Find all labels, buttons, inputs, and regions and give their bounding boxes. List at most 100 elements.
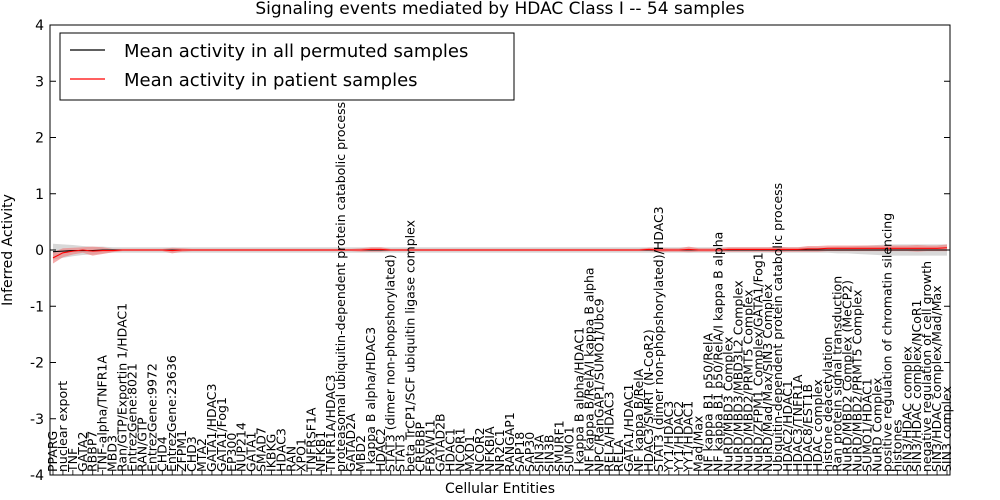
entity-label: RELA/HDAC3 <box>601 392 616 472</box>
entity-label: Ran/GTP/Exportin 1/HDAC1 <box>115 303 130 472</box>
entity-label: STAT3 (dimer non-phopshorylated) <box>383 254 398 472</box>
entity-label: NuRD Complex <box>869 378 884 472</box>
entity-label: RAN/GTP <box>134 417 149 472</box>
entity-label: MXD1 <box>462 435 477 472</box>
y-tick-label: 0 <box>35 243 44 259</box>
entity-label: NFKB1 <box>313 431 328 472</box>
entity-label: Ran protein signal transduction <box>830 276 845 472</box>
entity-label: NuRD/ZFPM1 Complex/GATA1/Fog1 <box>750 252 765 472</box>
entity-label: SAP18 <box>512 432 527 472</box>
confidence-bands <box>53 243 947 264</box>
entity-label: SIN3 complex <box>939 386 954 472</box>
entity-label: YY1/HDAC3 <box>661 401 676 473</box>
entity-label: CREBBP <box>413 422 428 472</box>
chart-title: Signaling events mediated by HDAC Class … <box>255 0 744 19</box>
entity-label: EP300 <box>224 433 239 472</box>
entity-label: SAP30 <box>522 432 537 472</box>
entity-label: NFKBIA <box>482 426 497 472</box>
entity-label: STAT3 (dimer non-phopshorylated)/HDAC3 <box>651 206 666 472</box>
entity-label: GATAD2B <box>432 413 447 472</box>
entity-label: histones <box>889 419 904 472</box>
entity-label: NuRD/MBD3 Complex <box>720 336 735 472</box>
entity-label: NPC/RanGAP1/SUMO1/Ubc9 <box>591 298 606 472</box>
entity-label: HDAC2 <box>373 428 388 472</box>
entity-label: NF kappa B1 p50/RelA/I kappa B alpha <box>711 232 726 472</box>
entity-label: SUMO1 <box>562 426 577 472</box>
band-permuted <box>53 243 947 260</box>
entity-label: NuRD/MBD2 Complex (MeCP2) <box>840 280 855 472</box>
entity-label: GATA1 <box>244 432 259 472</box>
entity-label: HDAC3 <box>273 428 288 472</box>
entity-label: SIN3/HDAC complex/Mad/Max <box>929 285 944 472</box>
entity-label: EntrezGene:9972 <box>144 363 159 472</box>
entity-label: TNF-alpha/TNFR1A <box>95 355 110 473</box>
entity-label: HDAC3/TNFR1A <box>790 374 805 472</box>
entity-label: nuclear export <box>55 381 70 472</box>
legend-label-patient: Mean activity in patient samples <box>124 70 418 91</box>
legend: Mean activity in all permuted samples Me… <box>59 32 515 101</box>
entity-label: I kappa B alpha/HDAC1 <box>571 327 586 472</box>
y-tick-label: 4 <box>35 18 44 34</box>
y-tick-label: -2 <box>30 356 44 372</box>
entity-label: NuRD/MBD2/PRMT5 Complex <box>850 290 865 472</box>
entity-label: HDAC2/HDAC1 <box>780 380 795 472</box>
entity-label: CHD3 <box>184 436 199 472</box>
entity-label: TNFR1A/HDAC3 <box>323 375 338 473</box>
entity-label: RANGAP1 <box>502 412 517 472</box>
legend-label-permuted: Mean activity in all permuted samples <box>124 41 468 62</box>
entity-label: RELA <box>611 439 626 472</box>
entity-label: NF kappa B/RelA <box>631 368 646 472</box>
entity-label: TNF <box>65 448 80 473</box>
entity-label: HDAC8/EST1B <box>800 384 815 472</box>
y-axis-label: Inferred Activity <box>0 194 16 306</box>
entity-label: PPARG <box>45 431 60 472</box>
entity-label: NCOR2 <box>472 427 487 472</box>
entity-label: negative regulation of cell growth <box>919 261 934 472</box>
entity-label: NuRD/MBD3/MBD3L2 Complex <box>730 280 745 472</box>
entity-label: GATAD2A <box>343 413 358 472</box>
entity-label: NF kappa B1 p50/RelA <box>701 332 716 472</box>
entity-label: ZFPM1 <box>174 430 189 472</box>
entity-label: NR2C1 <box>492 429 507 472</box>
y-tick-label: 3 <box>35 74 44 90</box>
entity-label: TNFRSF1A <box>303 407 318 473</box>
entity-label: MBD3 <box>105 435 120 472</box>
entity-label: NuRD/MBD2/PRMT5 Complex <box>740 290 755 472</box>
entity-label: IKBKG <box>264 434 279 472</box>
y-tick-label: -4 <box>30 468 44 484</box>
entity-label: EntrezGene:23636 <box>164 355 179 472</box>
entity-label: RAN <box>283 446 298 472</box>
entity-label: HDAC complex <box>810 379 825 472</box>
entity-label: NCOR1 <box>452 427 467 472</box>
entity-label: MBD2 <box>353 435 368 472</box>
entity-label: RBBP7 <box>85 431 100 472</box>
entity-label: GATA1/HDAC1 <box>621 384 636 472</box>
entity-label: I kappa B alpha/HDAC3 <box>363 327 378 472</box>
entity-label: histone deacetylation <box>820 337 835 472</box>
entity-label: Ubiquitin-dependent protein catabolic pr… <box>770 183 785 472</box>
entity-label: GATA1/Fog1 <box>214 397 229 472</box>
entity-label: FBXW11 <box>422 419 437 472</box>
y-tick-label: 1 <box>35 187 44 203</box>
entity-label: YY1/HDAC1 <box>681 401 696 473</box>
x-axis <box>52 470 948 475</box>
entity-label: MTA2 <box>194 438 209 472</box>
entity-label: EntrezGene:8021 <box>124 363 139 472</box>
legend-box <box>59 32 515 101</box>
entity-label: SMAD7 <box>254 427 269 472</box>
entity-label: SIN3B <box>542 435 557 473</box>
entity-label: YY1/HDAC2 <box>671 401 686 473</box>
entity-label: beta TrCP1/SCF ubiquitin ligase complex <box>403 220 418 472</box>
entity-label: NUP214 <box>234 422 249 472</box>
entity-label: SIN3/HDAC complex <box>899 346 914 472</box>
entity-label: HDAC3/SMRT (N-CoR2) <box>641 329 656 472</box>
entity-label: NuRD/Mad/Max/SIN3 Complex <box>760 284 775 472</box>
y-tick-label: 2 <box>35 131 44 147</box>
entity-label: NF kappa B/RelA/I kappa B alpha <box>581 267 596 472</box>
entity-label: Mad/Max <box>691 416 706 472</box>
series-lines <box>52 247 948 259</box>
entity-label: SIN3/HDAC complex/NCoR1 <box>909 299 924 472</box>
